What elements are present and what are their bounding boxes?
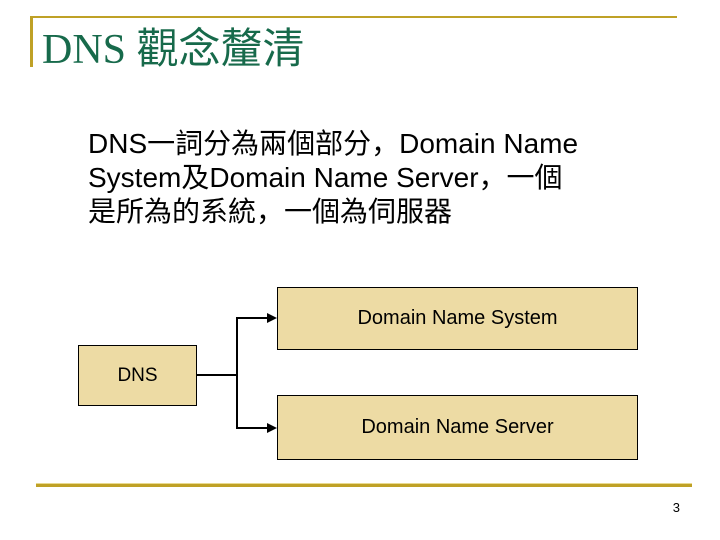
body-text-line-1: DNS一詞分為兩個部分，Domain Name [88,128,579,159]
connector-elbow [197,317,269,429]
domain-name-server-box: Domain Name Server [277,395,638,460]
title-accent-line-top [31,16,677,18]
domain-name-system-box-label: Domain Name System [357,307,558,329]
title-accent-line-left [30,16,33,67]
body-text-line-3: 是所為的系統，一個為伺服器 [88,196,453,227]
body-text: DNS一詞分為兩個部分，Domain Name System及Domain Na… [88,127,668,229]
arrowhead-top-icon [267,313,277,323]
body-text-line-2: System及Domain Name Server，一個 [88,162,563,193]
domain-name-system-box: Domain Name System [277,287,638,350]
arrowhead-bottom-icon [267,423,277,433]
dns-root-box-label: DNS [117,364,158,386]
domain-name-server-box-label: Domain Name Server [361,416,554,438]
page-number: 3 [672,500,680,515]
slide-title: DNS 觀念釐清 [42,27,305,73]
footer-divider-line [36,483,692,487]
dns-root-box: DNS [78,345,197,406]
